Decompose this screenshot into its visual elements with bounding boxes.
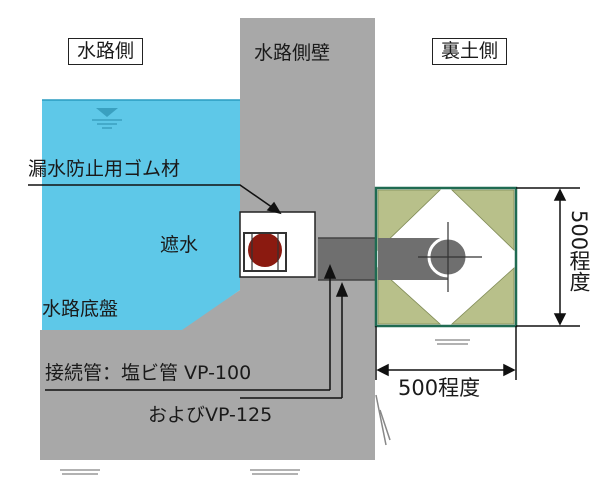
label-dim-width: 500程度 — [398, 376, 481, 400]
gravel-fill — [377, 189, 515, 325]
label-rubber: 漏水防止用ゴム材 — [28, 158, 181, 180]
leader-pipe — [45, 264, 349, 399]
label-channel-side: 水路側 — [68, 38, 144, 65]
water-level-icon — [92, 108, 122, 129]
label-pipe-line1: 接続管：塩ビ管 VP-100 — [45, 362, 252, 384]
dimension-width — [375, 326, 517, 380]
label-backfill-side: 裏土側 — [432, 38, 508, 65]
channel-water — [42, 100, 240, 330]
ground-hatch — [60, 339, 470, 475]
dimension-height — [516, 187, 580, 327]
concrete-structure — [40, 18, 375, 460]
rubber-seal — [243, 232, 287, 272]
label-dim-height: 500程度 — [567, 210, 591, 293]
leader-rubber — [28, 184, 282, 215]
label-pipe-line2: およびVP-125 — [148, 404, 273, 426]
label-channel-floor: 水路底盤 — [42, 298, 119, 320]
label-channel-wall: 水路側壁 — [254, 42, 331, 64]
label-water-stop: 遮水 — [160, 234, 199, 256]
